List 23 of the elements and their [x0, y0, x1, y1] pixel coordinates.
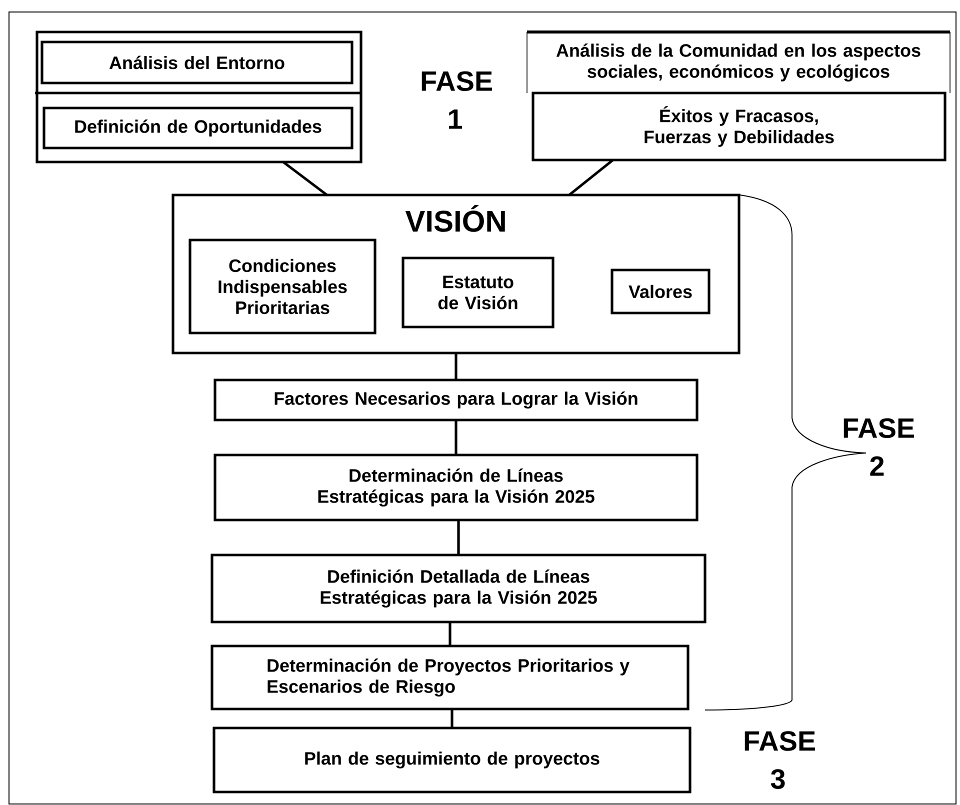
process-box: Estatuto de Visión: [402, 256, 554, 328]
connector-line: [454, 420, 458, 455]
heading-box: Análisis de la Comunidad en los aspectos sociales, económicos y ecológicos: [526, 30, 950, 94]
process-box: Factores Necesarios para Lograr la Visión: [214, 378, 698, 422]
connector-line: [450, 709, 454, 728]
process-box: Determinación de Proyectos Prioritarios y Escenarios de Riesgo: [210, 644, 690, 710]
phase-label: FASE 2: [844, 418, 914, 476]
connector-line: [282, 160, 328, 196]
connector-line: [568, 158, 614, 196]
process-box: Valores: [610, 268, 710, 314]
connector-line: [448, 622, 452, 646]
connector-line: [457, 520, 460, 555]
phase-label: FASE 3: [744, 731, 816, 789]
process-box: Definición Detallada de Líneas Estratégicas para la Visión 2025: [210, 554, 706, 624]
process-box: Análisis del Entorno: [40, 40, 354, 84]
connector-line: [454, 353, 458, 380]
phase-label: FASE 1: [422, 71, 492, 129]
group-box: [35, 30, 362, 164]
process-box: Condiciones Indispensables Prioritarias: [188, 238, 376, 334]
process-box: Plan de seguimiento de proyectos: [212, 726, 692, 794]
process-box: Definición de Oportunidades: [42, 106, 354, 150]
process-box: Determinación de Líneas Estratégicas para la Visión 2025: [214, 454, 698, 522]
process-box: Éxitos y Fracasos, Fuerzas y Debilidades: [532, 92, 946, 162]
